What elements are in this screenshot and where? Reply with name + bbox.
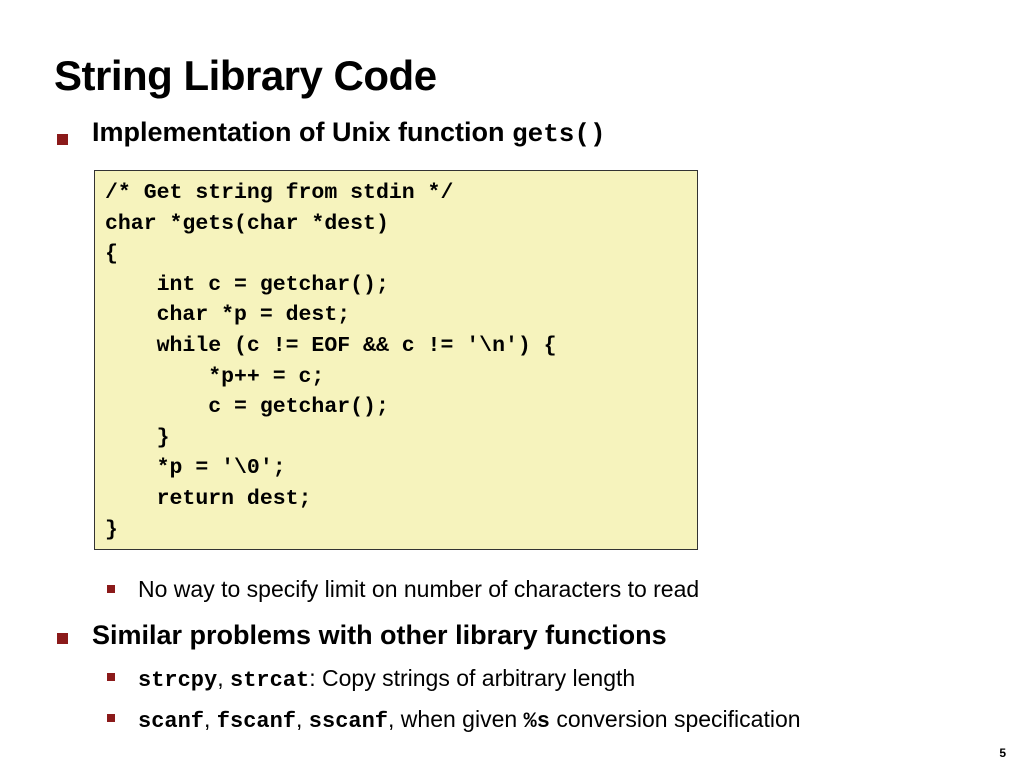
code-line: int c = getchar(); bbox=[105, 272, 389, 297]
separator: , bbox=[217, 665, 230, 691]
bullet-square-icon bbox=[57, 633, 68, 644]
bullet-similar-problems: Similar problems with other library func… bbox=[92, 620, 667, 650]
sub-bullet-square-icon bbox=[107, 714, 115, 722]
inline-code-scanf: scanf bbox=[138, 709, 205, 734]
code-line: *p++ = c; bbox=[105, 364, 325, 389]
code-line: return dest; bbox=[105, 486, 312, 511]
code-line: /* Get string from stdin */ bbox=[105, 181, 454, 205]
inline-code-strcpy: strcpy bbox=[138, 668, 218, 693]
sub-bullet-strcpy-strcat: strcpy, strcat: Copy strings of arbitrar… bbox=[138, 665, 635, 693]
code-line: while (c != EOF && c != '\n') { bbox=[105, 333, 557, 358]
inline-code-percent-s: %s bbox=[523, 709, 550, 734]
slide-title: String Library Code bbox=[54, 52, 437, 99]
code-line: char *gets(char *dest) bbox=[105, 211, 389, 236]
sub-bullet-no-limit: No way to specify limit on number of cha… bbox=[138, 576, 700, 602]
separator: , bbox=[204, 706, 217, 732]
sub-bullet-text: : Copy strings of arbitrary length bbox=[309, 665, 636, 691]
bullet-implementation: Implementation of Unix function gets() bbox=[92, 117, 606, 149]
bullet-text: Implementation of Unix function bbox=[92, 117, 512, 147]
code-line: char *p = dest; bbox=[105, 303, 351, 328]
sub-bullet-square-icon bbox=[107, 673, 115, 681]
code-line: *p = '\0'; bbox=[105, 456, 286, 481]
page-number: 5 bbox=[999, 746, 1006, 760]
inline-code-sscanf: sscanf bbox=[308, 709, 389, 734]
code-line: { bbox=[105, 242, 118, 267]
separator: , bbox=[296, 706, 309, 732]
code-line: } bbox=[105, 425, 170, 450]
sub-bullet-text: conversion specification bbox=[549, 706, 801, 732]
sub-bullet-scanf-family: scanf, fscanf, sscanf, when given %s con… bbox=[138, 706, 801, 734]
code-line: c = getchar(); bbox=[105, 395, 389, 420]
code-block: /* Get string from stdin */ char *gets(c… bbox=[94, 170, 698, 550]
inline-code-strcat: strcat bbox=[230, 668, 310, 693]
bullet-square-icon bbox=[57, 134, 68, 145]
sub-bullet-square-icon bbox=[107, 585, 115, 593]
code-line: } bbox=[105, 517, 118, 542]
inline-code-fscanf: fscanf bbox=[216, 709, 297, 734]
sub-bullet-text: , when given bbox=[388, 706, 524, 732]
inline-code-gets: gets() bbox=[512, 119, 606, 149]
